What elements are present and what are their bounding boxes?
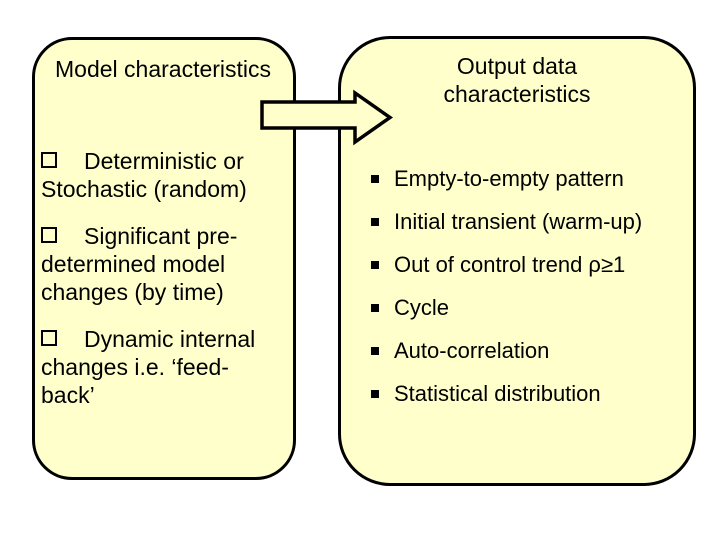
bullet-line: Initial transient (warm-up) — [394, 209, 643, 234]
bullet-item-deterministic: Deterministic or Stochastic (random) — [41, 147, 293, 203]
filled-square-bullet-icon — [371, 390, 379, 398]
output-data-characteristics-box: Output data characteristics Empty-to-emp… — [338, 36, 696, 486]
bullet-item-initial-transient: Initial transient (warm-up) — [371, 209, 693, 235]
block-arrow-right-icon — [260, 89, 394, 146]
hollow-square-bullet-icon — [41, 152, 57, 168]
filled-square-bullet-icon — [371, 218, 379, 226]
bullet-line: determined model — [41, 251, 226, 277]
bullet-item-empty-to-empty: Empty-to-empty pattern — [371, 166, 693, 192]
bullet-line: Cycle — [394, 295, 450, 320]
bullet-item-predetermined-changes: Significant pre- determined model change… — [41, 222, 293, 306]
model-characteristics-box: Model characteristics Deterministic or S… — [32, 37, 296, 480]
bullet-item-auto-correlation: Auto-correlation — [371, 338, 693, 364]
right-box-title-line: characteristics — [443, 81, 591, 107]
hollow-square-bullet-icon — [41, 330, 57, 346]
filled-square-bullet-icon — [371, 261, 379, 269]
left-box-bullet-list: Deterministic or Stochastic (random) Sig… — [41, 147, 293, 409]
bullet-line: Statistical distribution — [394, 381, 601, 406]
bullet-item-cycle: Cycle — [371, 295, 693, 321]
bullet-line: Significant pre- — [84, 223, 238, 249]
bullet-line: Deterministic or — [84, 148, 244, 174]
hollow-square-bullet-icon — [41, 227, 57, 243]
bullet-line: Stochastic (random) — [41, 176, 247, 202]
bullet-line: Empty-to-empty pattern — [394, 166, 624, 191]
bullet-item-out-of-control-trend: Out of control trend ρ≥1 — [371, 252, 693, 278]
right-box-title-line: Output data — [456, 53, 578, 79]
left-box-title: Model characteristics — [55, 56, 272, 82]
bullet-line: changes (by time) — [41, 279, 224, 305]
filled-square-bullet-icon — [371, 304, 379, 312]
bullet-line: Out of control trend ρ≥1 — [394, 252, 626, 277]
bullet-line: Dynamic internal — [84, 326, 256, 352]
right-box-bullet-list: Empty-to-empty pattern Initial transient… — [371, 166, 693, 407]
bullet-line: Auto-correlation — [394, 338, 550, 363]
filled-square-bullet-icon — [371, 347, 379, 355]
bullet-line: changes i.e. ‘feed- — [41, 354, 229, 380]
right-box-title: Output data characteristics — [341, 52, 693, 108]
bullet-item-dynamic-internal: Dynamic internal changes i.e. ‘feed- bac… — [41, 325, 293, 409]
bullet-item-statistical-distribution: Statistical distribution — [371, 381, 693, 407]
bullet-line: back’ — [41, 382, 95, 408]
filled-square-bullet-icon — [371, 175, 379, 183]
